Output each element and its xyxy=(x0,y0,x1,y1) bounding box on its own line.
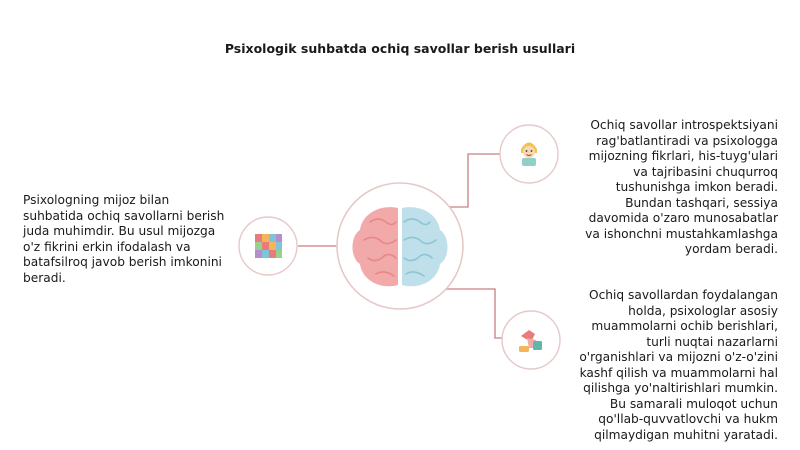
left-description: Psixologning mijoz bilan suhbatida ochiq… xyxy=(23,193,225,285)
top-right-node xyxy=(499,124,559,184)
top-right-description: Ochiq savollar introspektsiyani rag'batl… xyxy=(585,118,778,256)
puzzle-icon xyxy=(255,234,282,258)
person-icon xyxy=(521,142,537,166)
page-title: Psixologik suhbatda ochiq savollar beris… xyxy=(224,41,576,56)
bottom-right-node xyxy=(501,310,561,370)
conversation-icon xyxy=(519,330,542,352)
connector-bottom-right xyxy=(440,288,502,339)
connectors xyxy=(298,153,502,339)
brain-icon xyxy=(352,207,448,287)
left-node xyxy=(238,216,298,276)
center-node xyxy=(336,182,464,310)
connector-top-right xyxy=(440,153,500,208)
bottom-right-description: Ochiq savollardan foydalangan holda, psi… xyxy=(579,288,778,442)
